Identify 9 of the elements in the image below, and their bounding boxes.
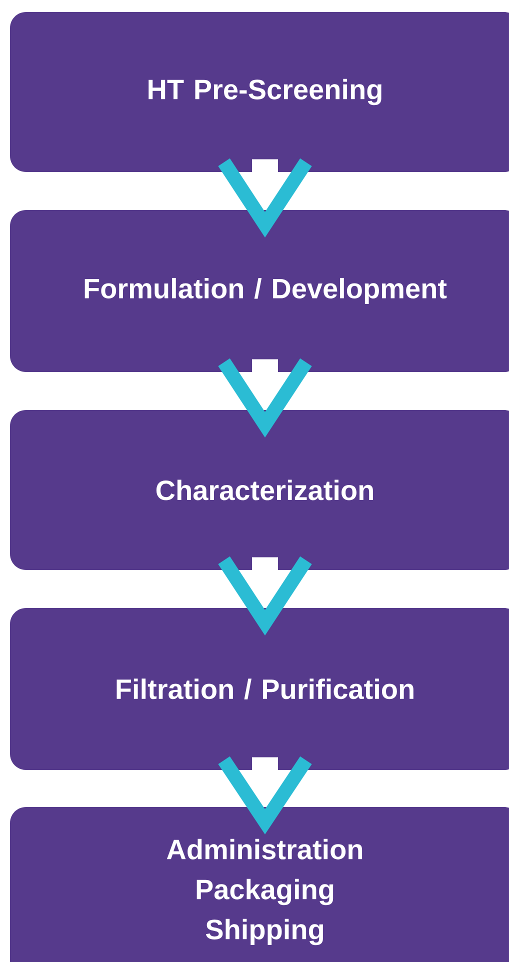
chevron-arrow (218, 158, 312, 238)
process-box: HT Pre-Screening (10, 12, 509, 172)
process-box: Filtration / Purification (10, 608, 509, 770)
process-box: Characterization (10, 410, 509, 570)
chevron-arrow (218, 556, 312, 636)
process-box: Formulation / Development (10, 210, 509, 372)
chevron-arrow (218, 756, 312, 834)
process-box: Administration Packaging Shipping (10, 807, 509, 962)
chevron-arrow (218, 358, 312, 438)
